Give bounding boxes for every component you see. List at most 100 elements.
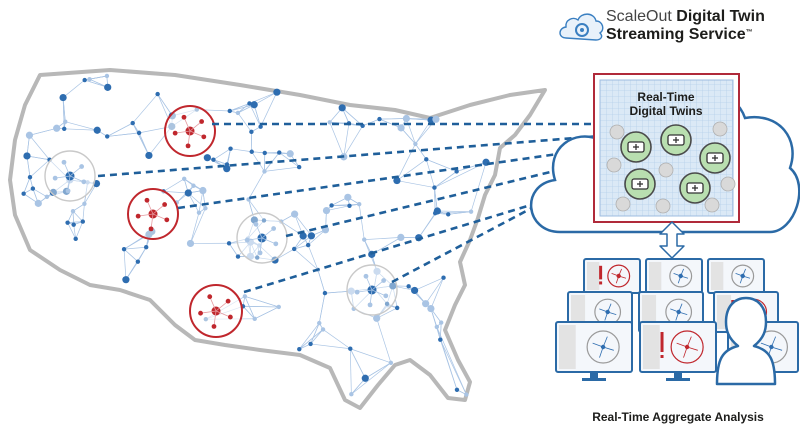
inactive-twin-icon xyxy=(616,197,630,211)
region-node xyxy=(368,302,373,307)
inactive-twin-icon xyxy=(705,198,719,212)
twins-title-line2: Digital Twins xyxy=(598,104,734,118)
network-node xyxy=(321,327,325,331)
network-node xyxy=(446,212,450,216)
region-node xyxy=(245,238,250,243)
network-node xyxy=(247,101,251,105)
network-node xyxy=(63,119,67,123)
inactive-twin-icon xyxy=(607,158,621,172)
network-node xyxy=(28,175,32,179)
network-node xyxy=(348,347,352,351)
brand-name-service: Streaming Service xyxy=(606,26,746,43)
patient-bed-icon xyxy=(625,169,655,199)
network-node xyxy=(122,247,126,251)
network-node xyxy=(71,209,75,213)
network-node xyxy=(373,315,380,322)
region-node xyxy=(228,315,233,320)
network-node xyxy=(228,109,232,113)
network-node xyxy=(236,254,240,258)
network-node xyxy=(187,240,194,247)
network-node xyxy=(26,132,33,139)
region-node xyxy=(162,202,167,207)
network-node xyxy=(413,142,417,146)
inactive-twin-icon xyxy=(656,199,670,213)
region-node xyxy=(53,176,58,181)
network-node xyxy=(249,130,253,134)
region-node xyxy=(254,222,259,227)
region-node xyxy=(271,226,276,231)
network-node xyxy=(204,154,211,161)
network-node xyxy=(53,125,60,132)
alert-monitor xyxy=(640,322,716,381)
region-node xyxy=(136,214,141,219)
network-node xyxy=(243,294,247,298)
network-node xyxy=(377,117,381,121)
network-node xyxy=(45,195,49,199)
network-node xyxy=(297,165,301,169)
analysis-caption: Real-Time Aggregate Analysis xyxy=(556,410,800,424)
network-node xyxy=(464,392,468,396)
network-node xyxy=(262,169,266,173)
network-node xyxy=(291,211,298,218)
network-node xyxy=(105,74,109,78)
network-node xyxy=(427,305,434,312)
region-node xyxy=(173,131,178,136)
network-node xyxy=(227,241,231,245)
region-node xyxy=(79,164,84,169)
region-node xyxy=(383,293,388,298)
network-node xyxy=(136,259,140,263)
region-node xyxy=(145,198,150,203)
network-node xyxy=(59,94,66,101)
inactive-twin-icon xyxy=(721,177,735,191)
region-node xyxy=(201,134,206,139)
network-node xyxy=(199,187,206,194)
network-node xyxy=(328,120,332,124)
network-node xyxy=(82,202,86,206)
network-node xyxy=(185,189,192,196)
network-node xyxy=(432,116,439,123)
brand-header: ScaleOut Digital Twin Streaming Service™ xyxy=(560,6,796,50)
network-node xyxy=(306,243,310,247)
region-node xyxy=(81,179,86,184)
region-node xyxy=(182,115,187,120)
network-node xyxy=(23,152,30,159)
inactive-twin-icon xyxy=(610,125,624,139)
monitor xyxy=(556,322,632,381)
monitor-icon xyxy=(621,132,651,162)
network-node xyxy=(263,151,267,155)
network-node xyxy=(228,146,232,150)
network-node xyxy=(433,211,437,215)
network-node xyxy=(182,177,186,181)
network-node xyxy=(362,375,369,382)
network-node xyxy=(94,127,101,134)
inactive-twin-icon xyxy=(659,163,673,177)
network-node xyxy=(329,203,333,207)
network-node xyxy=(144,245,148,249)
network-node xyxy=(287,150,294,157)
doctor-icon xyxy=(661,125,691,155)
network-node xyxy=(389,361,393,365)
network-node xyxy=(435,325,439,329)
network-node xyxy=(191,184,195,188)
network-node xyxy=(62,127,66,131)
network-node xyxy=(397,124,404,131)
region-node xyxy=(186,143,191,148)
brand-name-company: ScaleOut xyxy=(606,8,672,25)
region-node xyxy=(355,290,360,295)
network-node xyxy=(81,219,85,223)
ambulance-icon xyxy=(680,173,710,203)
network-node xyxy=(87,77,91,81)
network-node xyxy=(406,284,410,288)
network-node xyxy=(349,392,353,396)
network-node xyxy=(455,388,459,392)
network-node xyxy=(236,111,240,115)
network-node xyxy=(292,247,296,251)
network-node xyxy=(65,220,69,224)
network-node xyxy=(203,206,207,210)
network-node xyxy=(277,305,281,309)
network-node xyxy=(82,78,86,82)
network-node xyxy=(145,152,152,159)
network-node xyxy=(211,158,215,162)
network-node xyxy=(438,337,442,341)
twins-title: Real-Time Digital Twins xyxy=(598,90,734,118)
